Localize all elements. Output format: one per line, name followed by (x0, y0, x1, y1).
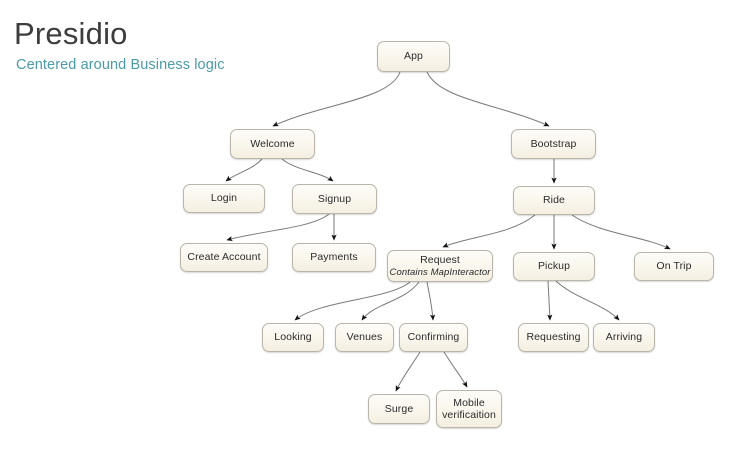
node-label: Surge (384, 402, 414, 415)
edge-pickup-to-arriving (555, 280, 620, 321)
node-label: App (404, 50, 423, 63)
node-label: On Trip (656, 260, 692, 273)
edge-app-to-bootstrap (426, 71, 550, 127)
edge-request-to-confirming (426, 281, 436, 321)
node-surge[interactable]: Surge (368, 394, 430, 424)
node-label: Confirming (407, 331, 460, 344)
page-title: Presidio (14, 16, 128, 51)
edge-ride-to-ontrip (571, 214, 671, 250)
edge-confirming-to-mobileverif (443, 351, 468, 388)
node-label: Ride (543, 194, 565, 207)
node-arriving[interactable]: Arriving (593, 323, 655, 352)
node-confirming[interactable]: Confirming (399, 323, 468, 352)
node-label: Bootstrap (530, 137, 577, 150)
node-label: Venues (346, 331, 383, 344)
node-ride[interactable]: Ride (513, 186, 595, 215)
node-bootstrap[interactable]: Bootstrap (511, 129, 596, 159)
node-label: Request (420, 254, 460, 267)
node-looking[interactable]: Looking (262, 323, 324, 352)
edge-pickup-to-requesting (547, 280, 553, 321)
node-mobileverif[interactable]: Mobile verificaition (436, 390, 502, 428)
node-pickup[interactable]: Pickup (513, 252, 595, 281)
node-venues[interactable]: Venues (335, 323, 394, 352)
node-requesting[interactable]: Requesting (518, 323, 589, 352)
node-app[interactable]: App (377, 41, 450, 72)
node-label: Signup (317, 192, 352, 205)
node-label: Mobile verificaition (442, 396, 496, 421)
edge-confirming-to-surge (395, 351, 421, 392)
node-label: Payments (310, 251, 358, 264)
edge-app-to-welcome (272, 71, 401, 127)
title-block: Presidio Centered around Business logic (14, 16, 225, 73)
node-create[interactable]: Create Account (180, 243, 268, 272)
edge-request-to-venues (361, 281, 420, 321)
node-label: Pickup (537, 260, 571, 273)
node-login[interactable]: Login (183, 184, 265, 213)
node-ontrip[interactable]: On Trip (634, 252, 714, 281)
node-signup[interactable]: Signup (292, 184, 377, 214)
node-payments[interactable]: Payments (292, 243, 376, 272)
edge-request-to-looking (294, 281, 411, 321)
node-label: Create Account (187, 251, 261, 264)
node-welcome[interactable]: Welcome (230, 129, 315, 159)
node-label: Welcome (250, 137, 295, 150)
node-label: Login (210, 192, 238, 205)
node-label: Looking (274, 331, 312, 344)
edge-signup-to-create (226, 213, 330, 242)
node-sublabel: Contains MapInteractor (389, 266, 491, 278)
node-label: Requesting (526, 331, 581, 344)
edge-welcome-to-login (225, 158, 263, 182)
page-subtitle: Centered around Business logic (16, 56, 225, 73)
node-label: Arriving (605, 331, 643, 344)
edge-ride-to-request (442, 214, 536, 248)
edge-welcome-to-signup (281, 158, 334, 182)
